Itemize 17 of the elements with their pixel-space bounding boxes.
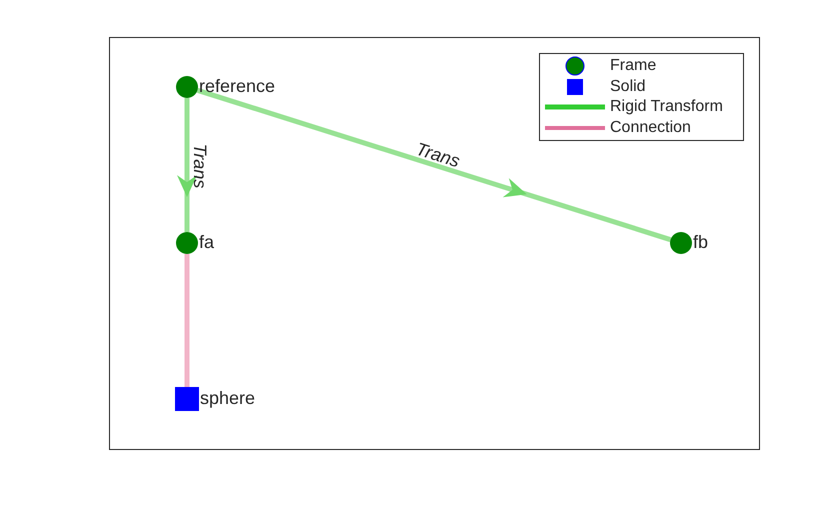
legend-label: Solid: [610, 78, 646, 95]
node-label: fb: [693, 233, 708, 251]
node-label: fa: [199, 233, 214, 251]
legend-label: Frame: [610, 58, 656, 74]
node-label: sphere: [200, 389, 256, 407]
frame-marker: [176, 76, 198, 98]
edge-label: Trans: [414, 140, 462, 170]
arrow: [177, 98, 197, 232]
frame-marker: [670, 232, 692, 254]
legend-label: Rigid Transform: [610, 99, 723, 116]
solid-marker: [175, 387, 199, 411]
edge-label: Trans: [191, 144, 209, 188]
frame-marker: [176, 232, 198, 254]
arrow: [196, 88, 672, 242]
node-label: reference: [199, 77, 276, 95]
legend-label: Connection: [610, 120, 691, 136]
connection-line: [184, 254, 190, 387]
